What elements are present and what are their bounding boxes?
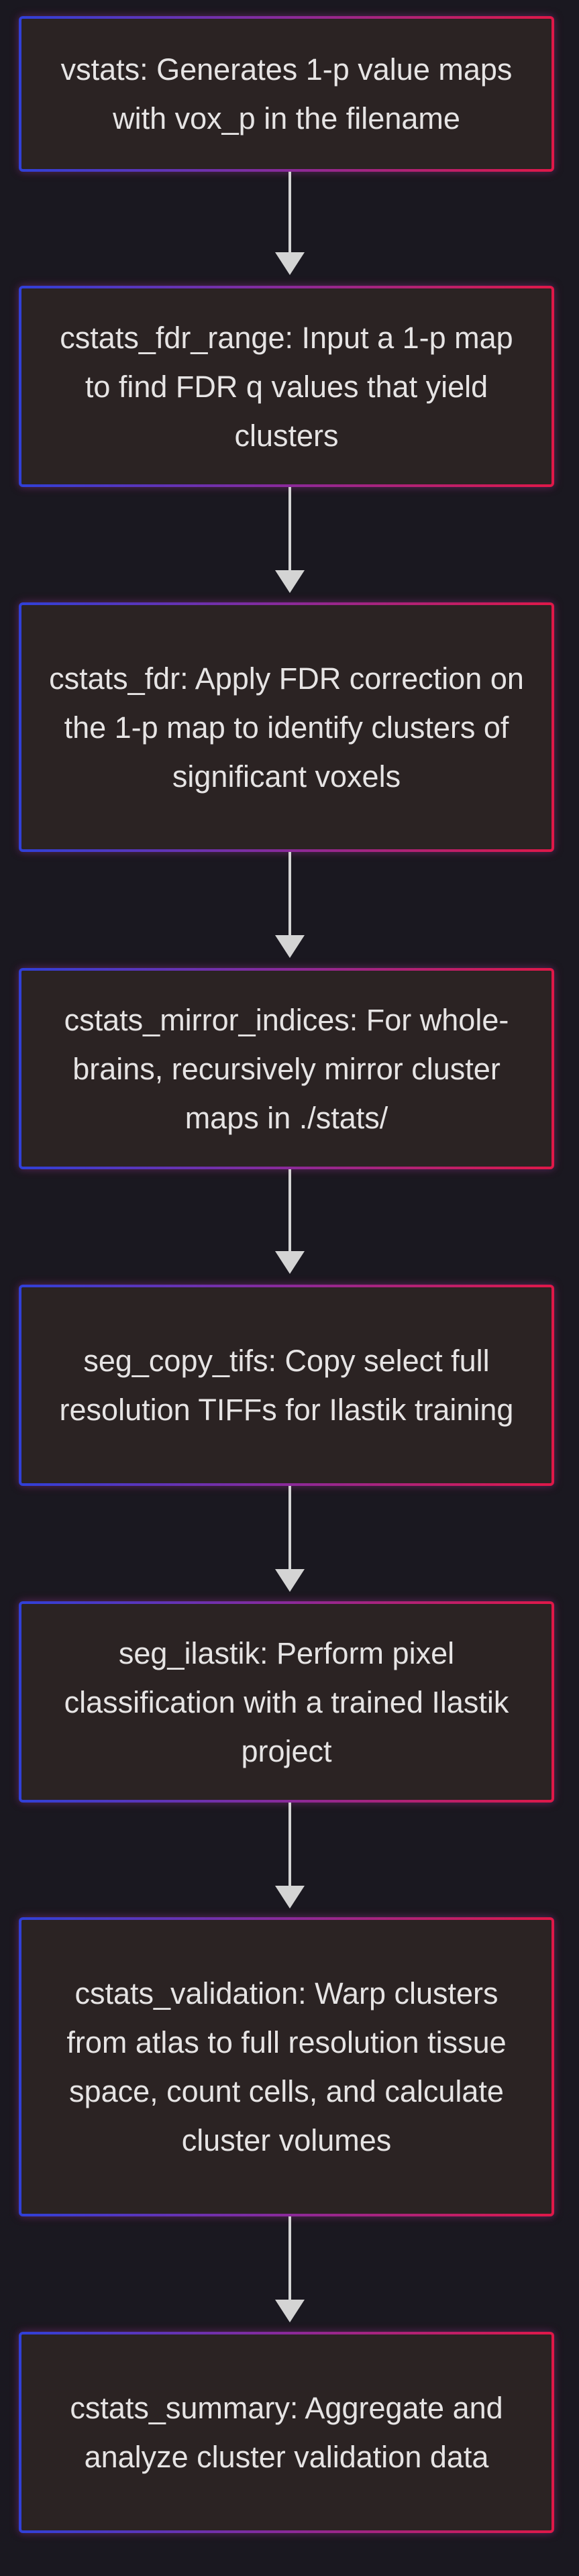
arrow-2 [275, 487, 305, 593]
node-cstats-fdr-range[interactable]: cstats_fdr_range: Input a 1-p map to fin… [19, 286, 554, 487]
node-cstats-summary[interactable]: cstats_summary: Aggregate and analyze cl… [19, 2332, 554, 2533]
arrow-head [275, 1251, 305, 1274]
node-seg-ilastik[interactable]: seg_ilastik: Perform pixel classificatio… [19, 1601, 554, 1803]
node-label: cstats_fdr_range: Input a 1-p map to fin… [60, 320, 513, 453]
arrow-shaft [288, 852, 291, 935]
arrow-7 [275, 2216, 305, 2322]
arrow-head [275, 1569, 305, 1592]
arrow-shaft [288, 487, 291, 570]
arrow-head [275, 935, 305, 958]
arrow-shaft [288, 1803, 291, 1886]
arrow-1 [275, 172, 305, 275]
node-label: cstats_summary: Aggregate and analyze cl… [70, 2391, 503, 2474]
arrow-head [275, 2300, 305, 2322]
node-label: vstats: Generates 1-p value maps with vo… [60, 52, 513, 136]
arrow-shaft [288, 172, 291, 252]
node-cstats-validation[interactable]: cstats_validation: Warp clusters from at… [19, 1917, 554, 2216]
arrow-5 [275, 1486, 305, 1592]
arrow-shaft [288, 2216, 291, 2300]
arrow-head [275, 1886, 305, 1909]
node-label: seg_copy_tifs: Copy select full resoluti… [59, 1344, 514, 1427]
node-cstats-mirror-indices[interactable]: cstats_mirror_indices: For whole-brains,… [19, 968, 554, 1169]
node-seg-copy-tifs[interactable]: seg_copy_tifs: Copy select full resoluti… [19, 1285, 554, 1486]
node-label: cstats_mirror_indices: For whole-brains,… [64, 1002, 509, 1135]
node-vstats[interactable]: vstats: Generates 1-p value maps with vo… [19, 16, 554, 172]
node-label: cstats_fdr: Apply FDR correction on the … [49, 661, 524, 794]
arrow-shaft [288, 1169, 291, 1251]
arrow-head [275, 252, 305, 275]
arrow-6 [275, 1803, 305, 1909]
arrow-shaft [288, 1486, 291, 1569]
node-cstats-fdr[interactable]: cstats_fdr: Apply FDR correction on the … [19, 602, 554, 852]
node-label: cstats_validation: Warp clusters from at… [66, 1976, 507, 2157]
node-label: seg_ilastik: Perform pixel classificatio… [64, 1635, 509, 1768]
arrow-4 [275, 1169, 305, 1274]
arrow-head [275, 570, 305, 593]
arrow-3 [275, 852, 305, 958]
